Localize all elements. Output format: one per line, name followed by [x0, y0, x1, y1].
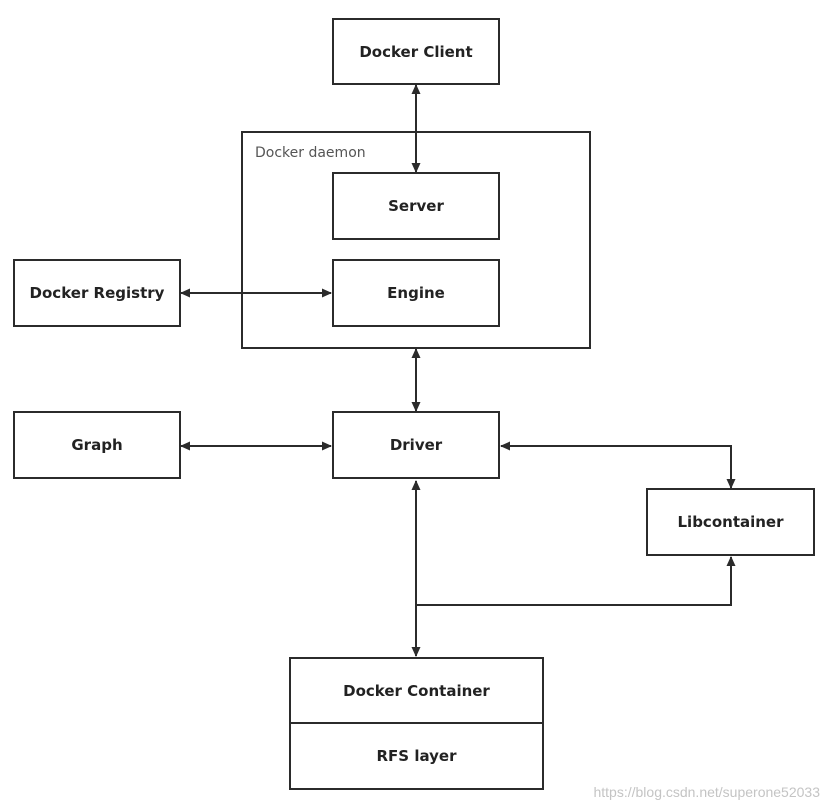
- docker-container-label: Docker Container: [343, 681, 490, 700]
- docker-container-box: Docker Container: [289, 657, 544, 724]
- docker-daemon-group: Docker daemon: [241, 131, 591, 349]
- server-box: Server: [332, 172, 500, 240]
- rfs-layer-box: RFS layer: [289, 722, 544, 790]
- driver-box: Driver: [332, 411, 500, 479]
- driver-libcontainer-connector: [500, 441, 736, 489]
- engine-label: Engine: [387, 284, 445, 302]
- graph-label: Graph: [71, 436, 123, 454]
- engine-box: Engine: [332, 259, 500, 327]
- docker-daemon-label: Docker daemon: [255, 145, 366, 161]
- docker-registry-label: Docker Registry: [29, 284, 165, 302]
- driver-label: Driver: [389, 436, 443, 454]
- libcontainer-box: Libcontainer: [646, 488, 815, 556]
- libcontainer-label: Libcontainer: [677, 513, 784, 531]
- docker-registry-box: Docker Registry: [13, 259, 181, 327]
- docker-client-label: Docker Client: [359, 42, 473, 61]
- rfs-layer-label: RFS layer: [376, 747, 457, 765]
- container-libcontainer-connector: [416, 556, 736, 606]
- graph-box: Graph: [13, 411, 181, 479]
- server-label: Server: [388, 197, 444, 215]
- docker-client-box: Docker Client: [332, 18, 500, 85]
- watermark-text: https://blog.csdn.net/superone52033: [593, 784, 820, 800]
